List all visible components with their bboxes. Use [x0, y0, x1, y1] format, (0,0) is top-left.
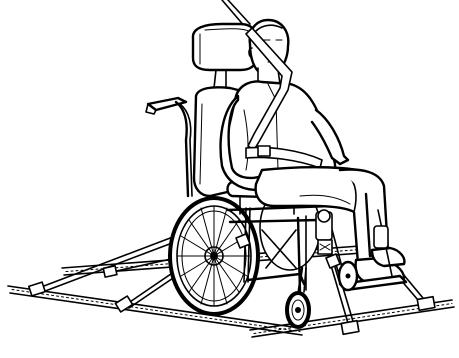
floor-track-left [8, 286, 302, 335]
caster-wheel-near [287, 268, 309, 327]
caster-wheel-far [339, 262, 357, 290]
push-handle [146, 98, 192, 196]
